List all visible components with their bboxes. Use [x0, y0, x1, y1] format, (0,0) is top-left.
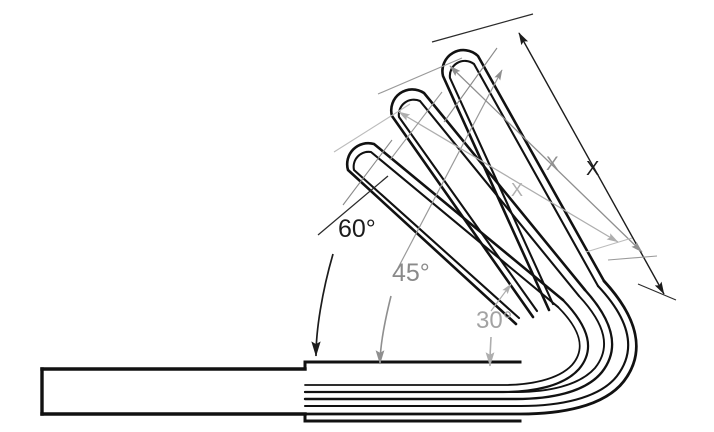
angle-label-30: 30°: [476, 307, 512, 334]
tube-bend-region: [303, 279, 638, 416]
tick-arm30: [443, 47, 498, 123]
arm60-outer-wall: [345, 141, 565, 326]
leg-bottom-step: [303, 412, 522, 423]
dim-x-inner-extension-tip: [333, 103, 411, 153]
angle30-arc: [485, 336, 495, 367]
dim-x-mid-extension-bend: [607, 255, 658, 261]
tick-arm45: [389, 91, 443, 161]
dim-x-inner-line: [398, 111, 619, 243]
angle-dimension-30: [485, 283, 512, 367]
angle-label-60: 60°: [338, 215, 376, 243]
bend-outer-inner-wall: [303, 284, 630, 408]
angle-label-45: 45°: [392, 259, 430, 287]
angle60-arc: [311, 253, 334, 357]
angle45-arc: [375, 295, 392, 365]
witness-ticks: [342, 47, 498, 206]
arm45-outer-wall: [390, 88, 587, 319]
angle-dimension-60: [311, 175, 389, 357]
horizontal-leg: [40, 360, 522, 423]
bend-mid-wall: [303, 288, 614, 401]
angle60-leader-line: [317, 175, 389, 236]
tick-arm60: [342, 139, 393, 206]
dim-x-inner-extension-bend: [585, 237, 633, 253]
angle30-leader-line: [490, 283, 512, 312]
arm30-outer-wall: [441, 48, 606, 312]
tube-arm-60deg: [345, 141, 565, 326]
arm60-inner-wall: [352, 150, 560, 320]
bend-mid-inner-wall: [304, 295, 606, 393]
dim-label-x-inner: X: [511, 180, 523, 200]
dim-label-x-outer: X: [586, 158, 599, 180]
bend-inner-wall: [303, 298, 590, 394]
leg-top-step: [303, 360, 522, 371]
bend-outer-wall: [303, 279, 638, 416]
dim-label-x-middle: X: [546, 154, 559, 175]
dim-x-outer-extension-tip: [431, 13, 534, 43]
bend-inner-inner-wall: [304, 306, 581, 386]
dim-x-mid-extension-tip: [377, 57, 463, 95]
length-dimension-x-inner: [333, 103, 633, 253]
